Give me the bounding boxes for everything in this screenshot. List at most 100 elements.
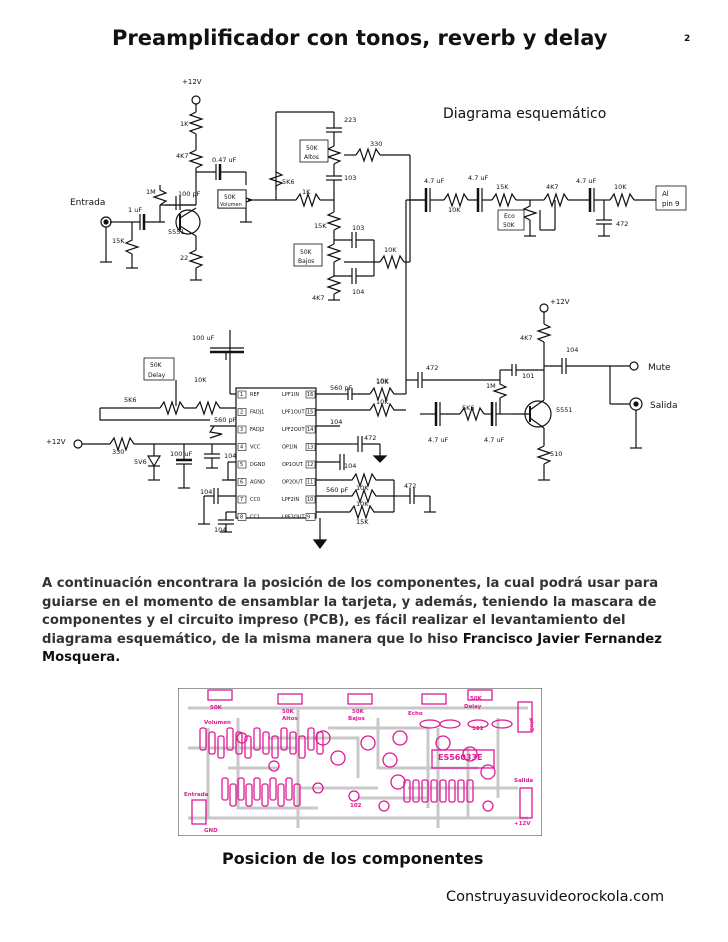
pcb-capacitor-outline: [382, 752, 398, 768]
pcb-label-gnd: GND: [204, 828, 218, 834]
ic-pin-name: FADJ1: [250, 410, 264, 416]
component-label-r-1k-a: 1K: [180, 120, 189, 128]
ic-pin-box: [237, 513, 247, 521]
pcb-resistor-outline: [293, 783, 301, 807]
pcb-resistor-outline: [237, 777, 245, 801]
pcb-label-entrada: Entrada: [184, 792, 209, 798]
component-label-c-104-b: 104: [224, 452, 236, 460]
pcb-resistor-outline: [253, 777, 261, 801]
paragraph-author: Francisco Javier Fernandez Mosquera.: [42, 631, 662, 666]
ic-pin-name: REF: [250, 392, 260, 398]
component-label-c-104-d: 104: [214, 526, 226, 534]
pcb-connector-outline: [517, 701, 533, 733]
pcb-capacitor-outline: [268, 760, 280, 772]
ic-pin-box: [305, 425, 316, 434]
component-label-c-472-a: 472: [616, 220, 628, 228]
component-label-c-560pf-c: 560 pF: [326, 486, 349, 494]
schematic-label: Diagrama esquemático: [443, 106, 607, 122]
ic-pin-name: OP1OUT: [282, 462, 304, 468]
ic-pin-number: 14: [307, 427, 313, 433]
pot-volumen-name: Volumen: [220, 202, 242, 208]
component-label-r-22: 22: [180, 254, 188, 262]
ic-pin-number: 4: [240, 445, 243, 451]
ic-pin-number: 16: [307, 392, 313, 398]
component-label-r-1m-a: 1M: [146, 188, 156, 196]
pcb-resistor-outline: [439, 719, 461, 729]
pcb-resistor-outline: [261, 783, 269, 807]
component-label-c-104-a: 104: [352, 288, 364, 296]
pcb-label-salida: Salida: [514, 778, 533, 784]
pcb-resistor-outline: [289, 731, 297, 755]
component-label-r-10k-c: 10K: [614, 183, 627, 191]
pcb-resistor-outline: [199, 727, 207, 751]
pcb-capacitor-outline: [348, 790, 360, 802]
pcb-resistor-outline: [467, 719, 489, 729]
pcb-resistor-outline: [269, 777, 277, 801]
component-label-c-047uf: 0.47 uF: [212, 156, 237, 164]
label-supply-right: +12V: [550, 298, 570, 306]
ic-pin-name: LPF2OUT: [282, 515, 305, 521]
component-label-c-100uf-a: 100 uF: [192, 334, 215, 342]
ic-pin-number: 8: [240, 515, 243, 521]
ic-pin-number: 11: [307, 480, 313, 486]
pcb-label-altos-value: 50K: [282, 709, 295, 715]
ic-pin-name: LPF1IN: [282, 392, 299, 398]
pcb-label-volumen: Volumen: [204, 720, 231, 726]
pcb-label-101: 101: [472, 726, 484, 732]
pcb-pot-outline: [347, 693, 373, 705]
component-label-c-104-f: 104: [344, 462, 356, 470]
ic-pin-number: 10: [307, 497, 313, 503]
pcb-pot-outline: [421, 693, 447, 705]
pot-altos-value: 50K: [306, 145, 319, 152]
component-label-r-330-a: 330: [370, 140, 382, 148]
ic-pin-box: [237, 443, 247, 451]
pcb-capacitor-outline: [480, 764, 496, 780]
ic-pin-name: OP2OUT: [282, 480, 304, 486]
pot-bajos-value: 50K: [300, 249, 313, 256]
label-entrada: Entrada: [70, 198, 105, 208]
pcb-resistor-outline: [208, 731, 216, 755]
ic-pin-box: [305, 408, 316, 416]
ic-pin-number: 7: [240, 497, 243, 503]
pcb-resistor-outline: [245, 783, 253, 807]
pcb-label-bajos: Bajos: [348, 716, 366, 722]
ic-pin-box: [305, 443, 316, 451]
footer-site: Construyasuvideorockola.com: [446, 889, 665, 905]
label-mute: Mute: [648, 363, 671, 373]
component-label-c-472-d: 472: [426, 364, 438, 372]
pcb-resistor-outline: [217, 735, 225, 759]
label-pin9-line2: pin 9: [662, 200, 680, 208]
pcb-label-delay: Delay: [464, 704, 482, 710]
ic-pin-name: OP1IN: [282, 445, 298, 451]
component-label-q2: 5551: [556, 406, 573, 414]
component-label-r-10k-b: 10K: [448, 206, 461, 214]
pot-volumen-value: 50K: [224, 194, 237, 201]
pcb-capacitor-outline: [482, 800, 494, 812]
component-label-c-104-e: 104: [330, 418, 342, 426]
component-label-r-1m-b: 1M: [486, 382, 496, 390]
ic-pin-box: [305, 460, 316, 469]
pcb-resistor-outline: [298, 735, 306, 759]
pcb-label-echo: Echo: [408, 711, 423, 717]
label-pin9-line1: Al: [662, 190, 669, 198]
pcb-resistor-outline: [253, 727, 261, 751]
component-label-c-472-c: 472: [404, 482, 416, 490]
component-label-r-10k-i: 10K: [376, 377, 389, 385]
component-label-r-330-b: 330: [112, 448, 124, 456]
pcb-capacitor-outline: [390, 774, 406, 790]
pcb-label-12v: +12V: [514, 821, 531, 827]
pcb-layout: 50K Volumen 50K Altos 50K Bajos Echo 50K…: [178, 688, 542, 836]
component-label-c-103-a: 103: [344, 174, 356, 182]
component-label-r-10k-f: 10K: [376, 398, 389, 406]
component-label-c-47uf-a: 4.7 uF: [424, 177, 445, 185]
pcb-label-altos: Altos: [282, 716, 299, 722]
component-label-c-103-b: 103: [352, 224, 364, 232]
pcb-resistor-outline: [244, 735, 252, 759]
ic-pin-box: [237, 495, 247, 504]
component-label-r-10k-g: 10K: [356, 484, 369, 492]
pcb-trace: [236, 718, 318, 810]
ic-pin-number: 9: [307, 515, 310, 521]
pcb-resistor-outline: [491, 719, 513, 729]
pcb-resistor-outline: [457, 779, 465, 803]
